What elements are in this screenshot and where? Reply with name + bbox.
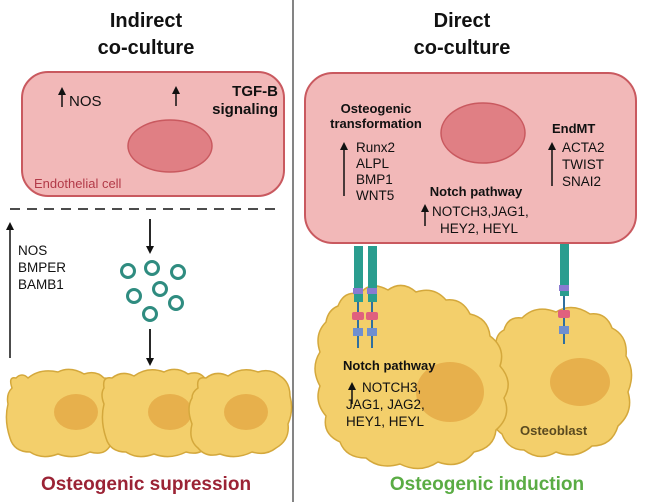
vesicle-icon (126, 288, 142, 304)
osteogenic-heading-line2: transformation (330, 116, 422, 131)
notch-ob-line2: JAG1, JAG2, (346, 397, 425, 412)
osteoblast-group-right (314, 284, 633, 470)
osteoblast-row-left (5, 368, 293, 458)
endmt-gene-1: ACTA2 (562, 140, 605, 155)
osteoblast-label: Osteoblast (520, 423, 588, 438)
cleavage-site-icon (366, 312, 378, 320)
tgf-label-line2: signaling (212, 101, 278, 118)
vesicle-icon (120, 263, 136, 279)
endothelial-nucleus (127, 119, 213, 173)
notch-ec-heading: Notch pathway (430, 184, 523, 199)
osteogenic-gene-4: WNT5 (356, 188, 394, 203)
left-title-line2: co-culture (98, 37, 195, 59)
secreted-factor-2: BMPER (18, 260, 66, 275)
osteoblast-nucleus-2 (148, 394, 192, 430)
notch-receptor-icon (354, 246, 363, 302)
ligand-domain-icon (367, 288, 377, 294)
osteoblast-nucleus-1 (54, 394, 98, 430)
notch-receptor-icon (368, 246, 377, 302)
endothelial-cell-right: Osteogenic transformation Runx2 ALPL BMP… (304, 72, 637, 244)
endmt-heading: EndMT (552, 121, 595, 136)
vesicle-icon (168, 295, 184, 311)
notch-receptor-icon (560, 236, 569, 296)
endmt-gene-2: TWIST (562, 157, 604, 172)
notch-ob-heading: Notch pathway (343, 358, 436, 373)
cleavage-site-icon (352, 312, 364, 320)
osteoblast-nucleus-3 (224, 394, 268, 430)
notch-ob-line1: NOTCH3, (362, 380, 421, 395)
secreted-factor-3: BAMB1 (18, 277, 64, 292)
ligand-domain-icon (559, 285, 569, 291)
osteogenic-gene-1: Runx2 (356, 140, 395, 155)
osteogenic-gene-2: ALPL (356, 156, 390, 171)
osteoblast-nucleus-left (416, 362, 484, 422)
osteoblast-nucleus-right (550, 358, 610, 406)
secreted-factor-1: NOS (18, 243, 47, 258)
tgf-label-line1: TGF-B (232, 83, 278, 100)
indirect-coculture-panel: Indirect co-culture NOS TGF-B signaling … (5, 10, 293, 495)
endmt-gene-3: SNAI2 (562, 174, 601, 189)
osteogenic-induction-label: Osteogenic induction (390, 474, 584, 495)
right-title-line2: co-culture (414, 37, 511, 59)
notch-ec-line1: NOTCH3,JAG1, (432, 204, 529, 219)
secreted-vesicles (120, 260, 186, 322)
ligand-domain-icon (353, 288, 363, 294)
vesicle-icon (170, 264, 186, 280)
direct-coculture-panel: Direct co-culture (304, 10, 637, 495)
transmembrane-icon (559, 326, 569, 334)
vesicle-icon (144, 260, 160, 276)
cleavage-site-icon (558, 310, 570, 318)
osteogenic-gene-3: BMP1 (356, 172, 393, 187)
nos-label: NOS (69, 93, 102, 110)
endothelial-cell-label: Endothelial cell (34, 176, 122, 191)
transmembrane-icon (353, 328, 363, 336)
notch-receptor-pair-left (352, 246, 378, 348)
osteogenic-heading-line1: Osteogenic (341, 101, 412, 116)
endothelial-nucleus (440, 102, 526, 164)
endothelial-cell-left: NOS TGF-B signaling Endothelial cell (21, 71, 285, 197)
transmembrane-icon (367, 328, 377, 336)
notch-receptor-single-right (558, 236, 570, 344)
vesicle-icon (142, 306, 158, 322)
osteogenic-suppression-label: Osteogenic supression (41, 474, 251, 495)
notch-ec-line2: HEY2, HEYL (440, 221, 519, 236)
right-title-line1: Direct (434, 10, 491, 32)
osteoblast-cell-left (314, 284, 509, 470)
vesicle-icon (152, 281, 168, 297)
notch-ob-line3: HEY1, HEYL (346, 414, 425, 429)
left-title-line1: Indirect (110, 10, 183, 32)
